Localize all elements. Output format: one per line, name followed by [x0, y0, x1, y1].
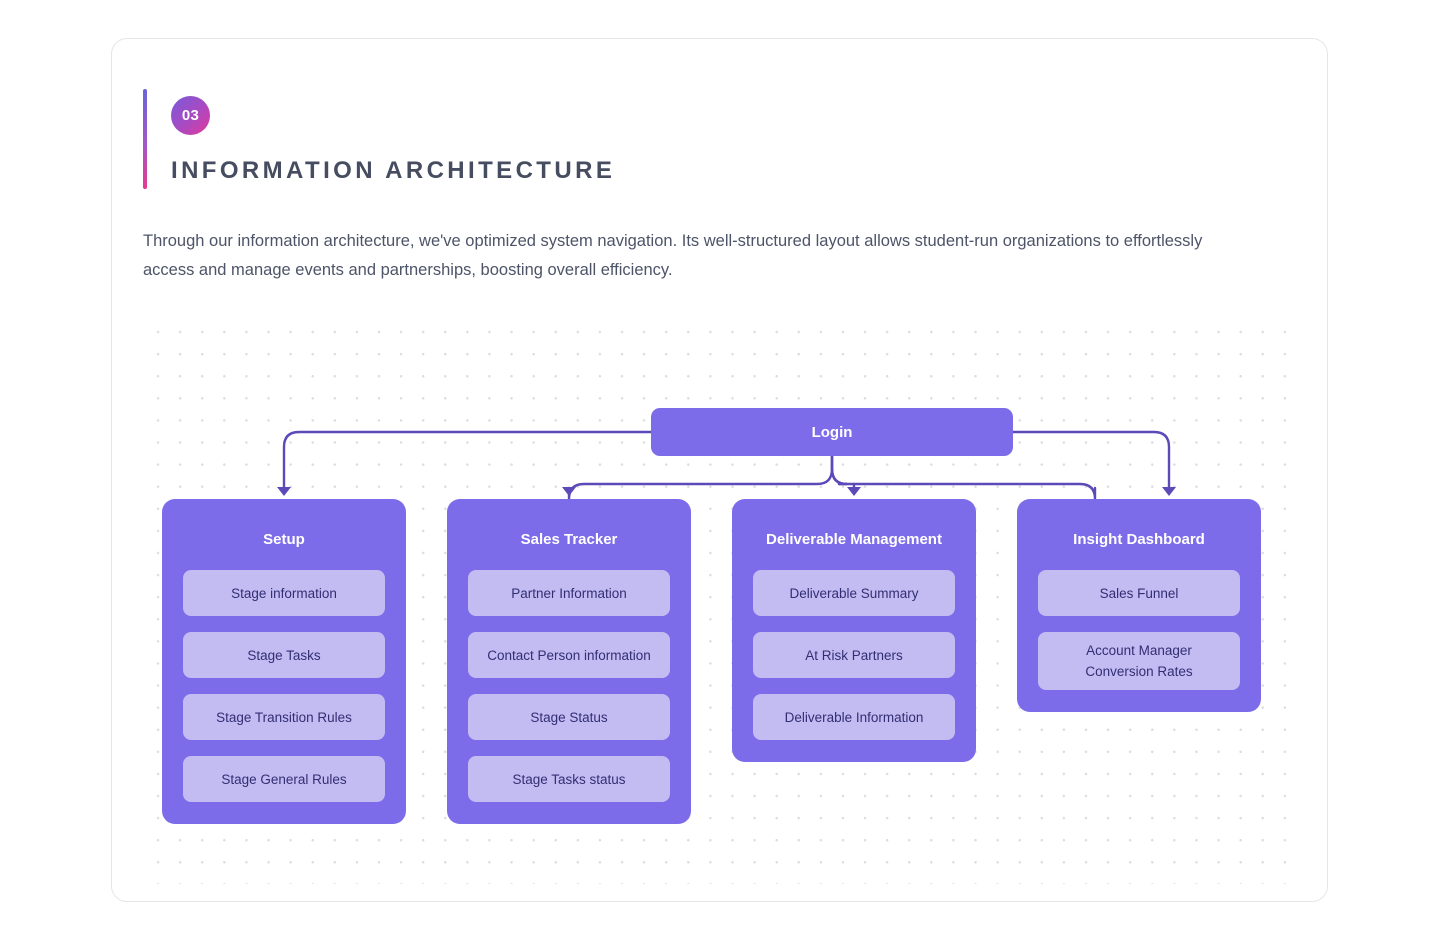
pill-stage-information[interactable]: Stage information: [183, 570, 385, 616]
column-deliverable-management[interactable]: Deliverable Management Deliverable Summa…: [732, 499, 976, 762]
column-title: Insight Dashboard: [1073, 531, 1205, 548]
page-title: INFORMATION ARCHITECTURE: [171, 157, 616, 184]
accent-bar: [143, 89, 147, 189]
wire-to-deliverable-management: [830, 467, 1097, 500]
wire-to-insight-dashboard: [1011, 430, 1171, 490]
node-login[interactable]: Login: [651, 408, 1013, 456]
column-title: Sales Tracker: [520, 531, 618, 548]
pill-deliverable-information[interactable]: Deliverable Information: [753, 694, 955, 740]
pill-stage-tasks-status[interactable]: Stage Tasks status: [468, 756, 670, 802]
pill-partner-information[interactable]: Partner Information: [468, 570, 670, 616]
wire-to-setup: [282, 430, 653, 490]
information-architecture-diagram: Login Setup Stage information Stage Task…: [143, 314, 1298, 884]
pill-stage-transition-rules[interactable]: Stage Transition Rules: [183, 694, 385, 740]
arrowhead-deliverable-management: [847, 487, 861, 496]
arrowhead-insight-dashboard: [1162, 487, 1176, 496]
pill-stage-status[interactable]: Stage Status: [468, 694, 670, 740]
column-sales-tracker[interactable]: Sales Tracker Partner Information Contac…: [447, 499, 691, 824]
pill-deliverable-summary[interactable]: Deliverable Summary: [753, 570, 955, 616]
intro-paragraph: Through our information architecture, we…: [143, 232, 1203, 279]
column-setup[interactable]: Setup Stage information Stage Tasks Stag…: [162, 499, 406, 824]
wire-stem-helper: [832, 469, 854, 484]
node-login-label: Login: [811, 423, 853, 441]
pill-stage-general-rules[interactable]: Stage General Rules: [183, 756, 385, 802]
slide-container: 03 INFORMATION ARCHITECTURE Through our …: [111, 38, 1328, 902]
pill-contact-person-information[interactable]: Contact Person information: [468, 632, 670, 678]
pill-sales-funnel[interactable]: Sales Funnel: [1038, 570, 1240, 616]
section-number-badge: 03: [171, 96, 210, 135]
connector-wires: [277, 430, 1176, 500]
arrowhead-setup: [277, 487, 291, 496]
pill-at-risk-partners[interactable]: At Risk Partners: [753, 632, 955, 678]
pill-stage-tasks[interactable]: Stage Tasks: [183, 632, 385, 678]
column-insight-dashboard[interactable]: Insight Dashboard Sales Funnel Account M…: [1017, 499, 1261, 712]
wire-to-sales-tracker: [567, 454, 834, 500]
column-title: Setup: [263, 531, 305, 548]
column-title: Deliverable Management: [766, 531, 942, 548]
wire-unused: [832, 456, 854, 499]
arrowhead-sales-tracker: [562, 487, 576, 496]
